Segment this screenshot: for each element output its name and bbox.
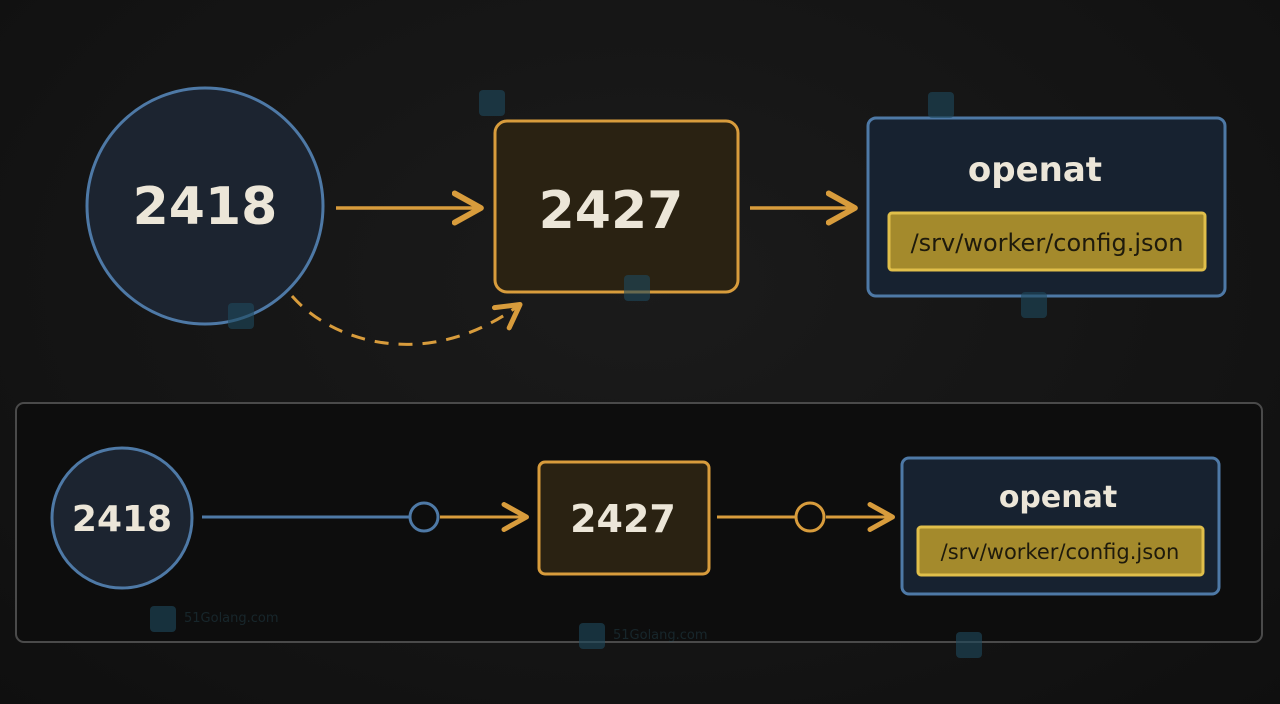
bottom-syscall-node: openat /srv/worker/config.json bbox=[900, 456, 1221, 596]
watermark-5 bbox=[1021, 292, 1047, 318]
bottom-path-box bbox=[916, 525, 1205, 577]
top-path-box bbox=[887, 211, 1207, 272]
top-child-process-node: 2427 bbox=[493, 119, 740, 294]
bottom-junction-node-1 bbox=[408, 501, 440, 533]
bottom-syscall-label: openat bbox=[999, 480, 1117, 515]
top-path-label: /srv/worker/config.json bbox=[911, 229, 1184, 257]
watermark-text: 51Golang.com bbox=[184, 611, 279, 626]
watermark-6: 51Golang.com bbox=[150, 606, 279, 632]
watermark-7: 51Golang.com bbox=[579, 623, 708, 649]
watermark-logo-icon bbox=[624, 275, 650, 301]
watermark-logo-icon bbox=[479, 90, 505, 116]
watermark-3 bbox=[228, 303, 254, 329]
watermark-2 bbox=[928, 92, 954, 118]
watermark-logo-icon bbox=[150, 606, 176, 632]
top-parent-pid: 2418 bbox=[133, 177, 278, 237]
bottom-junction-node-2 bbox=[794, 501, 826, 533]
watermark-1 bbox=[479, 90, 505, 116]
watermark-logo-icon bbox=[579, 623, 605, 649]
bottom-path-label: /srv/worker/config.json bbox=[941, 540, 1180, 564]
top-syscall-label: openat bbox=[968, 150, 1102, 190]
watermark-logo-icon bbox=[228, 303, 254, 329]
bottom-parent-process-node: 2418 bbox=[50, 446, 194, 590]
watermark-logo-icon bbox=[928, 92, 954, 118]
top-syscall-node: openat /srv/worker/config.json bbox=[866, 116, 1227, 298]
watermark-group: 51Golang.com 51Golang.com bbox=[150, 90, 1047, 658]
top-diagram: 2418 2427 openat /srv/worker/config.json bbox=[85, 86, 1227, 346]
bottom-child-pid: 2427 bbox=[570, 497, 676, 541]
bottom-panel: 2418 2427 openat /srv/worker/config.json bbox=[15, 402, 1263, 643]
top-child-pid: 2427 bbox=[539, 181, 684, 241]
bottom-child-process-node: 2427 bbox=[537, 460, 711, 576]
watermark-logo-icon bbox=[1021, 292, 1047, 318]
bottom-parent-pid: 2418 bbox=[72, 499, 172, 540]
watermark-text: 51Golang.com bbox=[613, 628, 708, 643]
watermark-logo-icon bbox=[956, 632, 982, 658]
top-parent-process-node: 2418 bbox=[85, 86, 325, 326]
watermark-4 bbox=[624, 275, 650, 301]
watermark-8 bbox=[956, 632, 982, 658]
top-dashed-curve-arrow bbox=[290, 295, 523, 346]
